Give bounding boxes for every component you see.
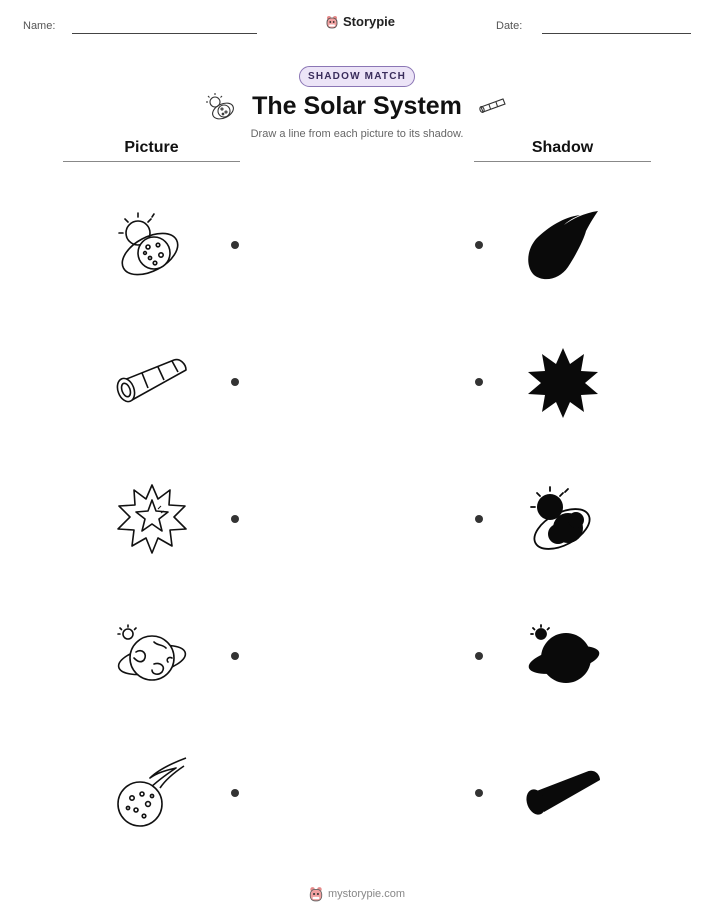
shadow-connect-dot[interactable] xyxy=(475,378,483,386)
picture-connect-dot[interactable] xyxy=(231,241,239,249)
picture-heading-rule xyxy=(63,161,240,162)
worksheet-title: The Solar System xyxy=(252,92,462,120)
star-shadow-icon xyxy=(528,348,598,418)
name-line[interactable] xyxy=(72,33,257,34)
instructions: Draw a line from each picture to its sha… xyxy=(250,128,464,140)
shadow-item xyxy=(524,624,602,688)
shadow-item xyxy=(526,484,602,556)
brand-name: Storypie xyxy=(343,14,396,29)
title-sun-planet-icon xyxy=(206,93,234,120)
date-line[interactable] xyxy=(542,33,691,34)
picture-connect-dot[interactable] xyxy=(231,515,239,523)
footer: mystorypie.com xyxy=(308,886,405,902)
shadow-connect-dot[interactable] xyxy=(475,789,483,797)
storypie-mascot-icon xyxy=(326,15,338,28)
star-icon xyxy=(117,484,187,554)
shadow-item xyxy=(524,209,602,283)
activity-badge: SHADOW MATCH xyxy=(299,66,415,87)
storypie-mascot-icon xyxy=(309,887,323,902)
telescope-shadow-icon xyxy=(526,770,600,815)
shadow-connect-dot[interactable] xyxy=(475,652,483,660)
shadow-connect-dot[interactable] xyxy=(475,241,483,249)
ringed-planet-icon xyxy=(117,624,187,681)
picture-item xyxy=(114,482,190,556)
picture-connect-dot[interactable] xyxy=(231,789,239,797)
picture-item xyxy=(114,209,190,281)
picture-item xyxy=(114,624,190,688)
telescope-icon xyxy=(116,358,187,403)
footer-url[interactable]: mystorypie.com xyxy=(328,888,406,900)
ringed-planet-shadow-icon xyxy=(528,624,600,683)
picture-heading: Picture xyxy=(124,139,179,156)
shadow-heading: Shadow xyxy=(531,139,594,156)
shadow-heading-rule xyxy=(474,161,651,162)
shadow-connect-dot[interactable] xyxy=(475,515,483,523)
picture-item xyxy=(114,356,190,408)
picture-item xyxy=(114,756,190,830)
picture-connect-dot[interactable] xyxy=(231,652,239,660)
shadow-item xyxy=(526,346,600,420)
sun-and-planet-shadow-icon xyxy=(530,486,591,550)
brand-logo: Storypie xyxy=(325,14,395,29)
name-label: Name: xyxy=(23,20,56,32)
sun-and-planet-icon xyxy=(118,212,179,276)
comet-shadow-icon xyxy=(528,211,598,280)
picture-connect-dot[interactable] xyxy=(231,378,239,386)
comet-icon xyxy=(117,757,187,827)
date-label: Date: xyxy=(496,20,523,32)
shadow-item xyxy=(524,766,602,818)
title-telescope-icon xyxy=(479,98,506,113)
